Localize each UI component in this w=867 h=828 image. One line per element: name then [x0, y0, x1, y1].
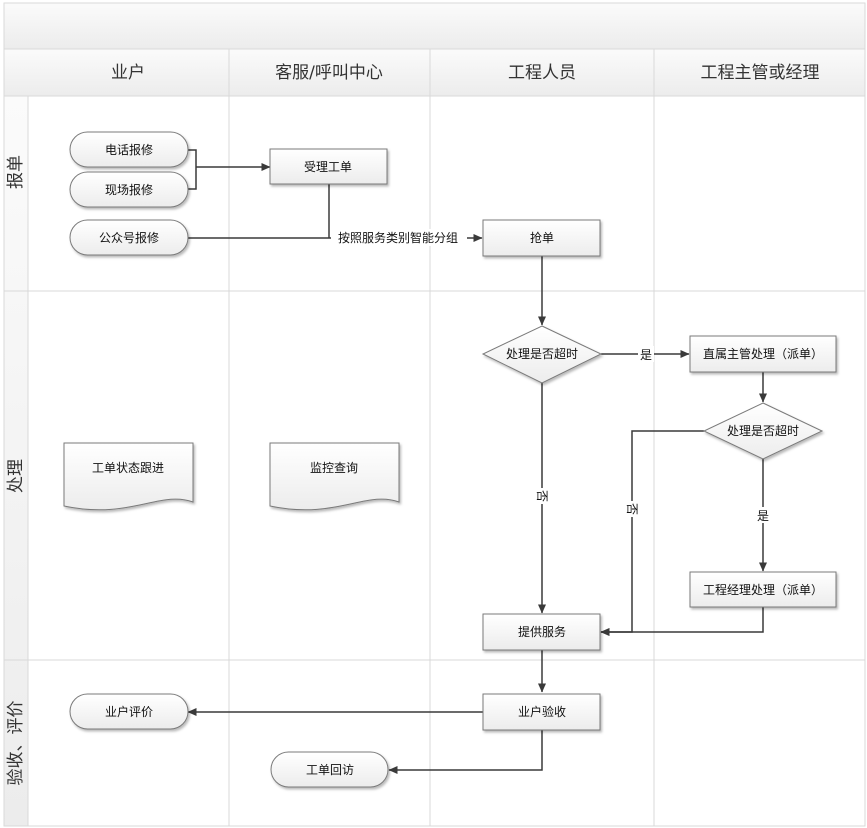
- node-manager-handle-label: 工程经理处理（派单）: [703, 582, 823, 597]
- edge-label-no-2: 否: [625, 503, 639, 515]
- column-headers: 业户 客服/呼叫中心 工程人员 工程主管或经理: [111, 63, 820, 83]
- node-supervisor-handle-label: 直属主管处理（派单）: [703, 346, 823, 361]
- column-header-service-center: 客服/呼叫中心: [275, 63, 383, 83]
- node-supervisor-handle[interactable]: 直属主管处理（派单）: [689, 335, 837, 373]
- node-wechat-report-label: 公众号报修: [99, 230, 159, 245]
- node-owner-accept[interactable]: 业户验收: [482, 693, 601, 731]
- lane-labels: 报单 处理 验收、评价: [6, 155, 26, 786]
- lane-label-band: [3, 95, 29, 827]
- node-order-callback[interactable]: 工单回访: [270, 751, 389, 788]
- node-provide-service-label: 提供服务: [518, 624, 566, 639]
- node-timeout-check-1-label: 处理是否超时: [506, 346, 578, 361]
- node-owner-review[interactable]: 业户评价: [69, 693, 189, 730]
- lane-label-report: 报单: [6, 155, 26, 189]
- node-grab-order-label: 抢单: [530, 230, 554, 245]
- yes1-label-bg: [638, 346, 654, 362]
- node-manager-handle[interactable]: 工程经理处理（派单）: [689, 571, 837, 608]
- nodes: 电话报修 现场报修 公众号报修 受理工单 抢单 处理是否超时 直属主管处理（派单…: [63, 131, 837, 788]
- node-order-callback-label: 工单回访: [306, 763, 354, 777]
- column-header-engineer: 工程人员: [508, 63, 576, 83]
- yes2-label-bg: [755, 507, 771, 523]
- edge-label-smart-dispatch: 按照服务类别智能分组: [338, 230, 458, 245]
- node-onsite-report[interactable]: 现场报修: [69, 171, 189, 208]
- node-accept-order-label: 受理工单: [304, 160, 352, 174]
- node-accept-order[interactable]: 受理工单: [269, 148, 388, 185]
- node-order-tracking-label: 工单状态跟进: [92, 461, 164, 475]
- lane-label-acceptance: 验收、评价: [6, 701, 26, 786]
- lane-label-process: 处理: [6, 459, 26, 493]
- edge-label-no-1: 否: [535, 490, 549, 502]
- node-timeout-check-2-label: 处理是否超时: [727, 423, 799, 438]
- top-title-band: [3, 2, 866, 50]
- edge-acceptance-to-callback: [388, 730, 543, 774]
- node-timeout-check-1[interactable]: 处理是否超时: [481, 325, 603, 384]
- edge-labels: 按照服务类别智能分组 是 否 是 否: [331, 229, 771, 523]
- no2-label-bg: [624, 501, 640, 517]
- node-order-tracking[interactable]: 工单状态跟进: [63, 442, 194, 511]
- node-monitor-query-label: 监控查询: [310, 461, 358, 475]
- edge-phone-to-accept: [188, 149, 197, 167]
- node-phone-report-label: 电话报修: [105, 142, 153, 157]
- no1-label-bg: [534, 488, 550, 504]
- node-timeout-check-2[interactable]: 处理是否超时: [702, 402, 824, 460]
- edge-label-yes-1: 是: [640, 348, 652, 362]
- node-provide-service[interactable]: 提供服务: [482, 613, 601, 651]
- edge-onsite-to-accept: [188, 167, 197, 190]
- column-header-manager: 工程主管或经理: [701, 63, 820, 83]
- node-owner-accept-label: 业户验收: [518, 704, 566, 719]
- dispatch-label-bg: [331, 229, 467, 246]
- node-owner-review-label: 业户评价: [105, 704, 153, 719]
- node-wechat-report[interactable]: 公众号报修: [69, 219, 189, 256]
- column-header-owner: 业户: [111, 63, 145, 83]
- node-monitor-query[interactable]: 监控查询: [269, 442, 400, 511]
- edge-manager-to-service: [600, 607, 764, 636]
- column-header-band: [3, 48, 866, 97]
- node-grab-order[interactable]: 抢单: [482, 219, 601, 257]
- node-onsite-report-label: 现场报修: [105, 182, 153, 197]
- node-phone-report[interactable]: 电话报修: [69, 131, 189, 168]
- edge-label-yes-2: 是: [757, 509, 769, 523]
